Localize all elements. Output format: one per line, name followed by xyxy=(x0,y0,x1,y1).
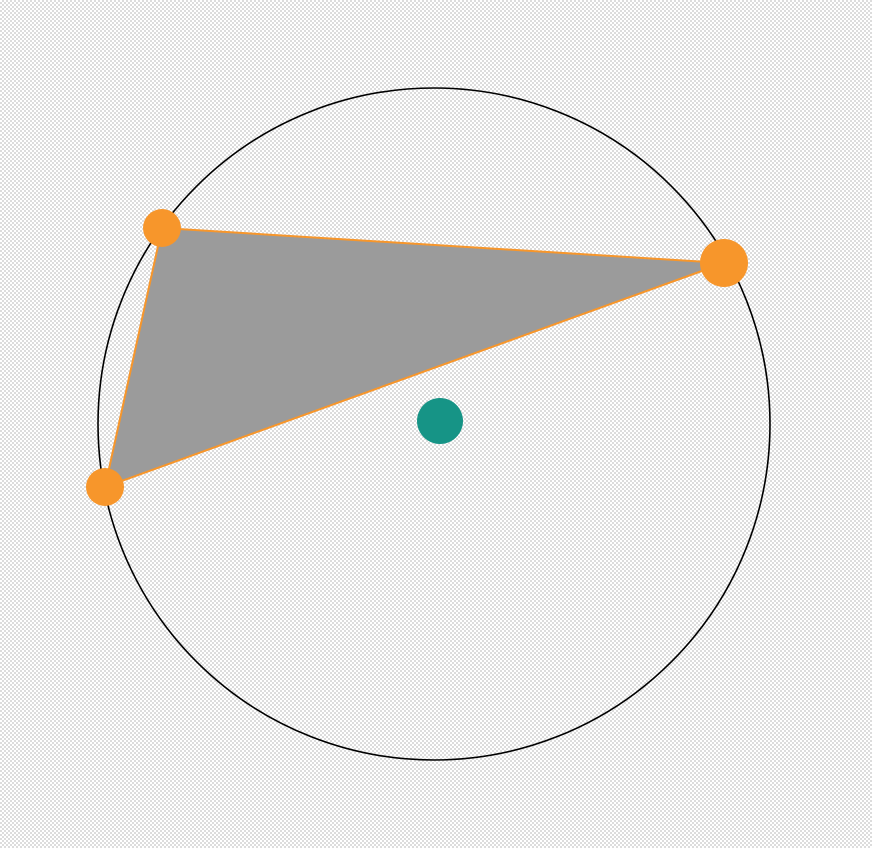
circle-center-point[interactable] xyxy=(417,398,463,444)
inscribed-triangle xyxy=(103,226,725,489)
vertex-handle-right[interactable] xyxy=(700,239,748,287)
vertex-handle-top-left[interactable] xyxy=(143,209,181,247)
vertex-handle-bottom-left[interactable] xyxy=(86,468,124,506)
circumcircle xyxy=(97,87,771,761)
